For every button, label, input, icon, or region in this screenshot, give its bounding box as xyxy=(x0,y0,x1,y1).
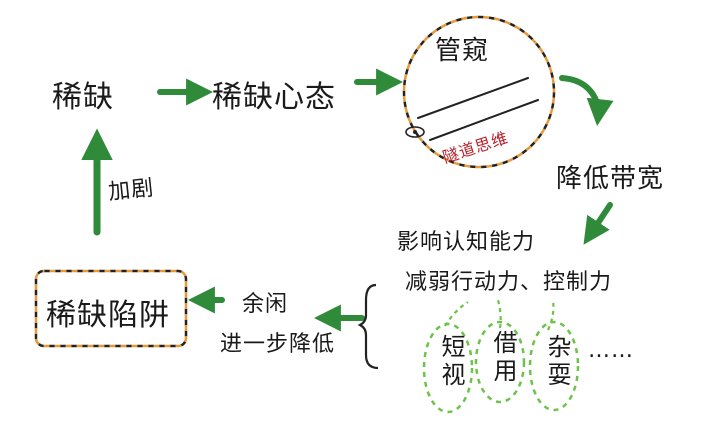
tunnel-circle xyxy=(402,15,556,169)
node-lower-bandwidth: 降低带宽 xyxy=(556,164,665,194)
node-weaken-execution: 减弱行动力、控制力 xyxy=(405,270,613,295)
node-scarcity: 稀缺 xyxy=(52,80,114,115)
oval-borrow xyxy=(474,320,526,404)
eye-icon xyxy=(405,126,425,138)
arrow-tunnel-to-bandwidth xyxy=(559,75,614,127)
node-scarcity-mindset: 稀缺心态 xyxy=(212,80,336,115)
bracket xyxy=(357,283,379,370)
node-intensify: 加剧 xyxy=(107,175,156,206)
node-scarcity-trap: 稀缺陷阱 xyxy=(46,298,170,333)
trap-box xyxy=(34,269,188,348)
node-juggle: 杂耍 xyxy=(543,334,571,390)
node-further-lower: 进一步降低 xyxy=(220,332,336,357)
node-borrow: 借用 xyxy=(489,330,517,386)
oval-juggle xyxy=(528,320,580,412)
node-leisure: 余闲 xyxy=(242,292,289,317)
green-connectors xyxy=(444,299,555,331)
arrow-bandwidth-to-cognition xyxy=(583,202,613,245)
oval-short-sighted xyxy=(422,322,474,414)
node-tunnel-title: 管窥 xyxy=(435,36,490,66)
node-affect-cognition: 影响认知能力 xyxy=(397,230,536,255)
node-short-sighted: 短视 xyxy=(437,334,465,390)
node-ellipsis: …… xyxy=(588,338,634,363)
